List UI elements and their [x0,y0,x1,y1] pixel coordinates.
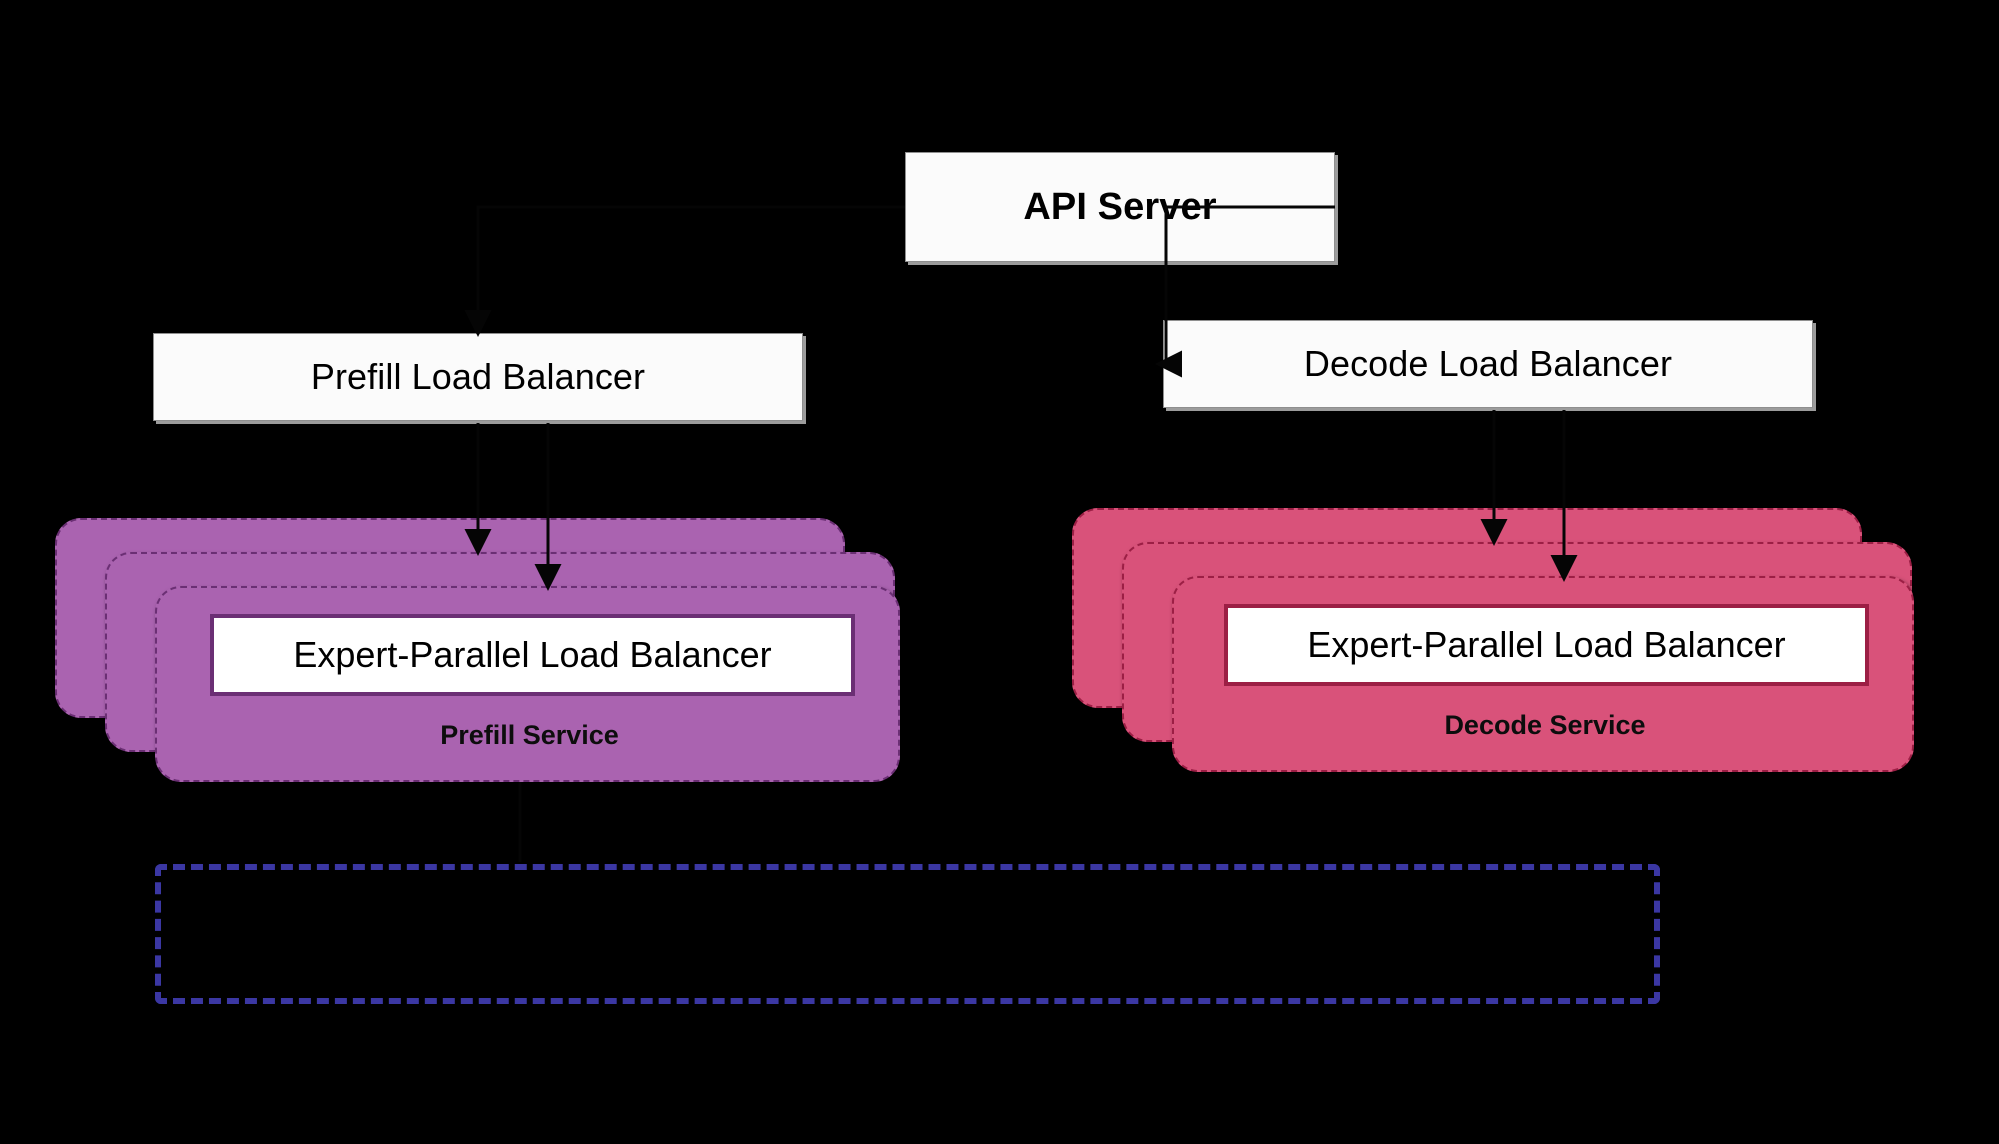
prefill-service-caption: Prefill Service [157,720,902,751]
decode-eplb-label: Expert-Parallel Load Balancer [1307,624,1786,665]
decode-load-balancer-node[interactable]: Decode Load Balancer [1163,320,1813,408]
kv-transfer-container[interactable] [155,864,1660,1004]
api-server-label: API Server [1023,185,1217,228]
prefill-load-balancer-label: Prefill Load Balancer [310,356,646,397]
decode-service-replica-1[interactable]: Expert-Parallel Load Balancer Decode Ser… [1172,576,1914,772]
decode-load-balancer-label: Decode Load Balancer [1303,343,1673,384]
prefill-load-balancer-node[interactable]: Prefill Load Balancer [153,333,803,421]
prefill-expert-parallel-load-balancer[interactable]: Expert-Parallel Load Balancer [210,614,855,696]
arrow-api-to-prefill-lb [464,205,905,337]
api-server-node[interactable]: API Server [905,152,1335,262]
prefill-service-replica-1[interactable]: Expert-Parallel Load Balancer Prefill Se… [155,586,900,782]
decode-service-caption-text: Decode Service [1444,710,1646,740]
decode-expert-parallel-load-balancer[interactable]: Expert-Parallel Load Balancer [1224,604,1869,686]
prefill-eplb-label: Expert-Parallel Load Balancer [293,634,772,675]
prefill-service-caption-text: Prefill Service [440,720,619,750]
decode-service-caption: Decode Service [1174,710,1916,741]
